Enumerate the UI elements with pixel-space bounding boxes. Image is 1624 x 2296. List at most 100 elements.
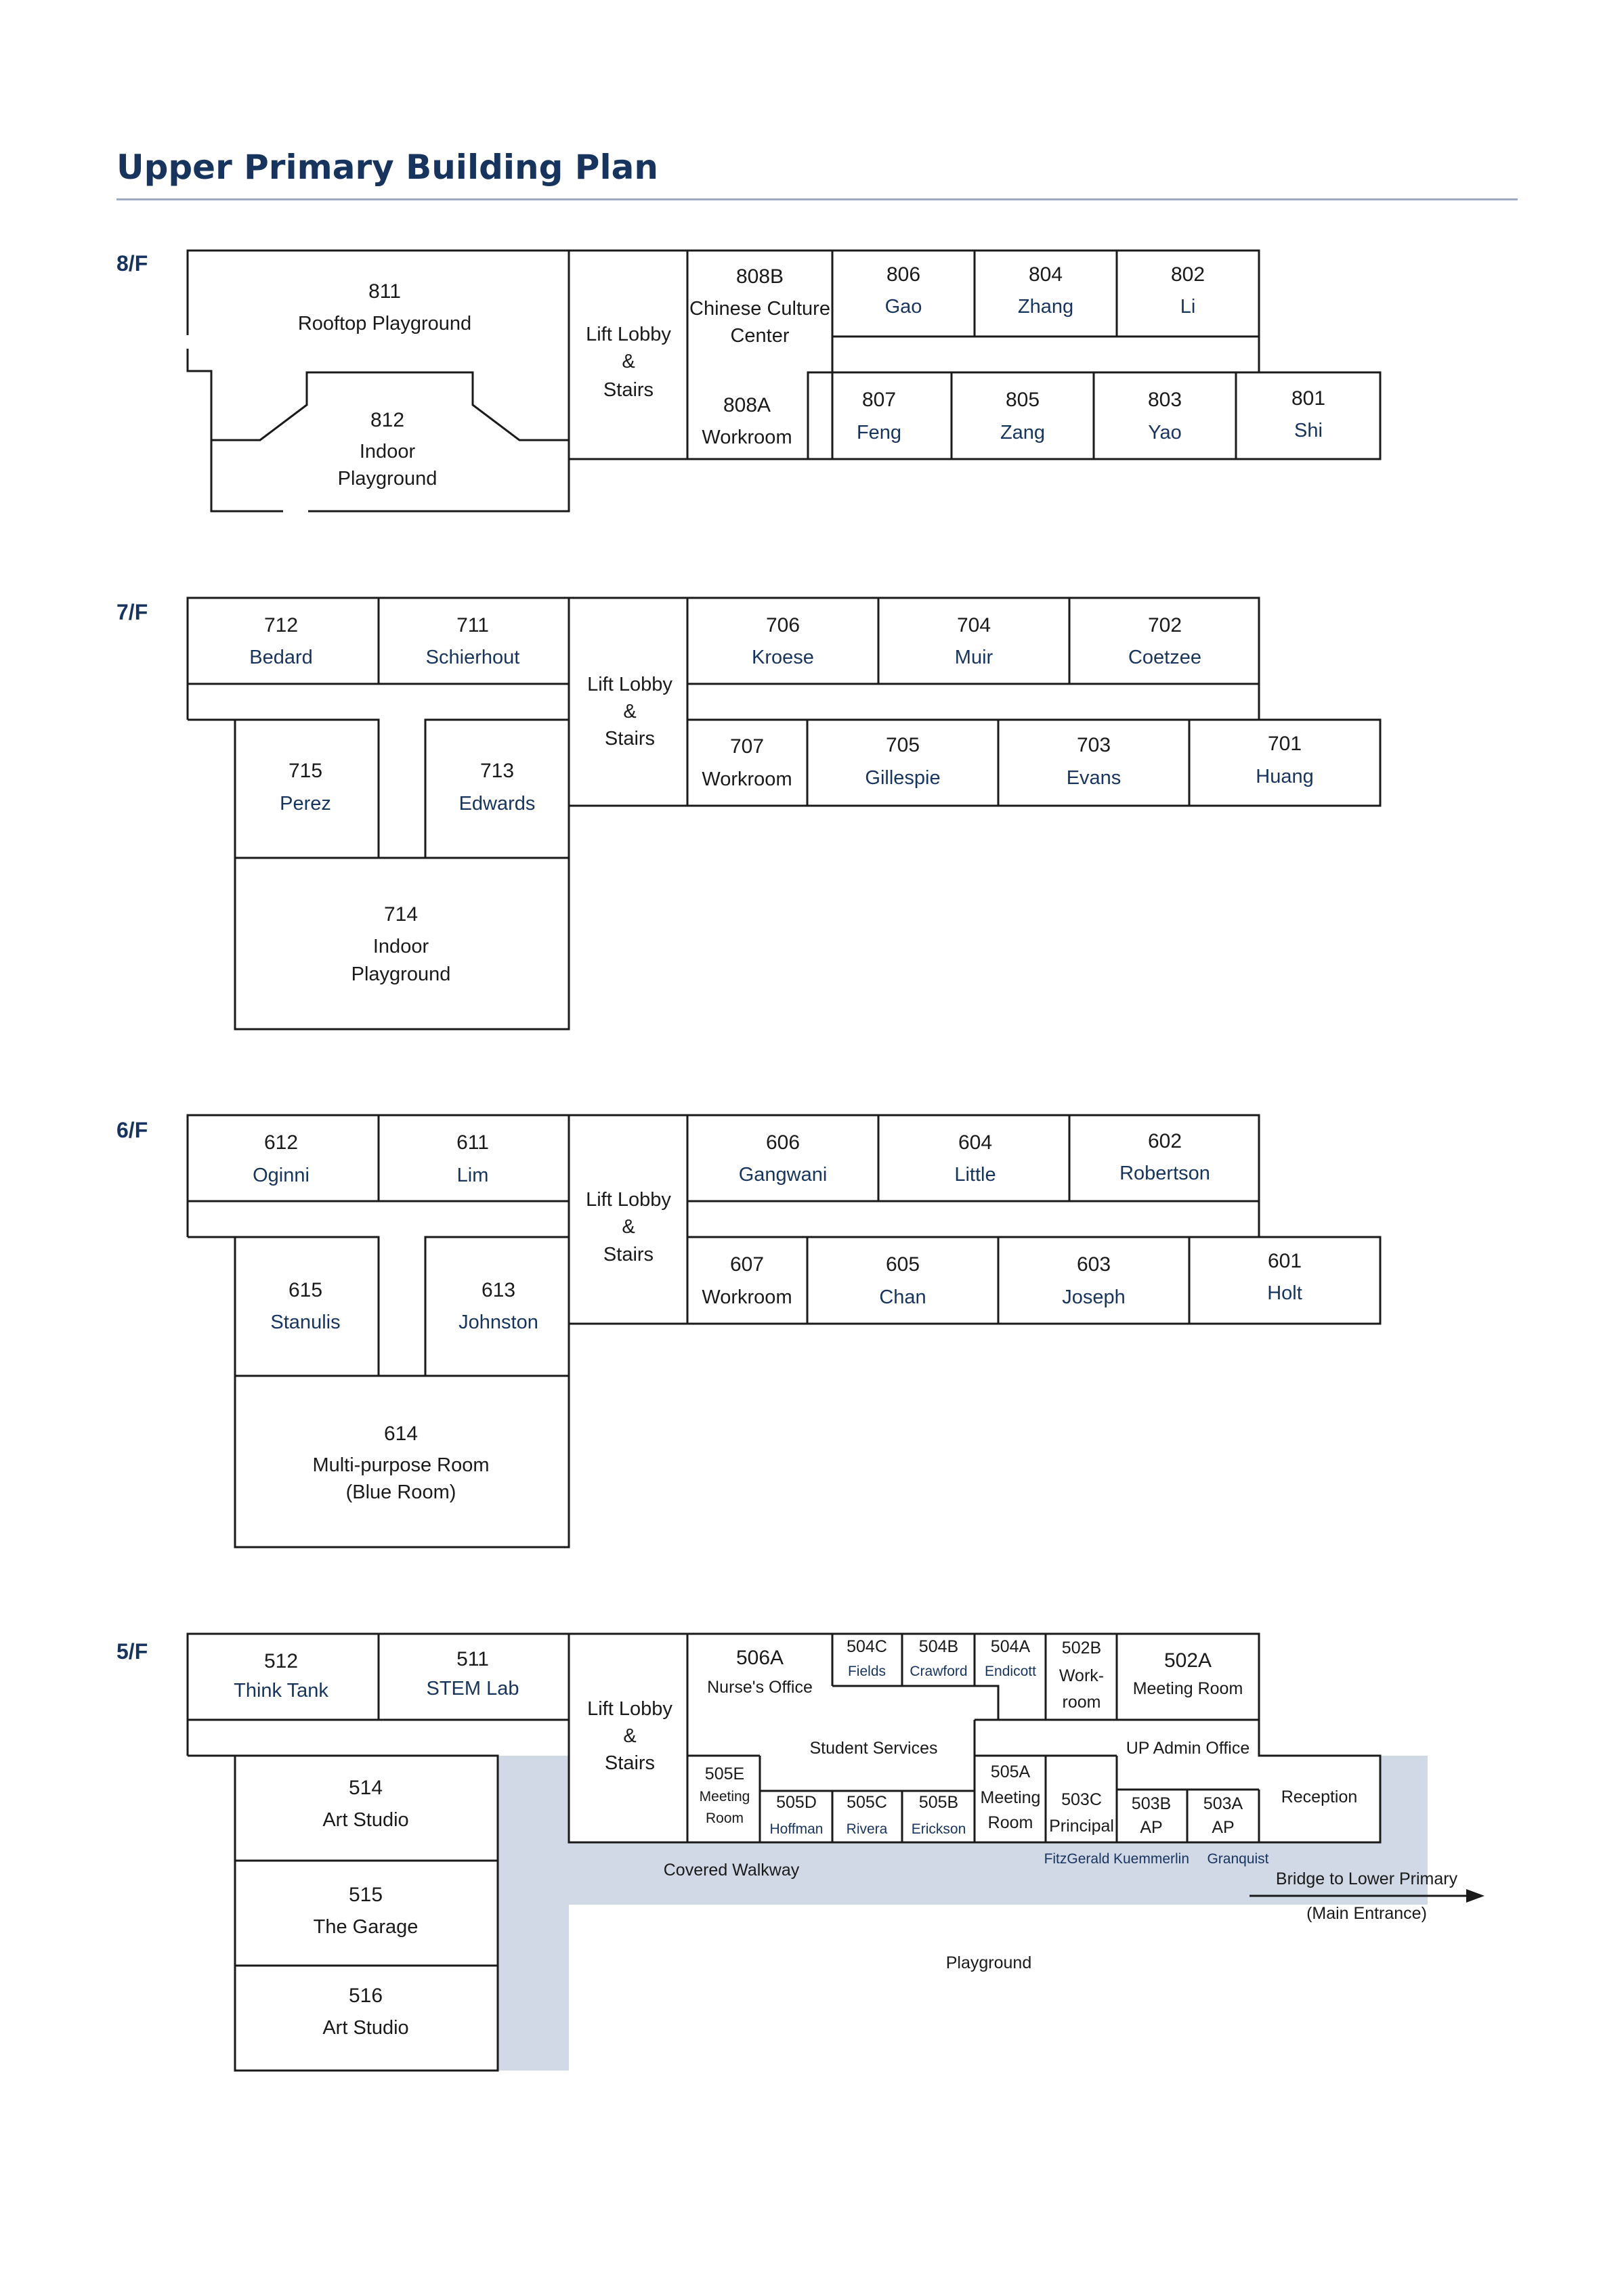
bridge-label-line1: Bridge to Lower Primary: [1276, 1869, 1458, 1888]
title-rule: [116, 198, 1518, 200]
room-603-number: 603: [1077, 1253, 1111, 1276]
room-number: 811: [368, 280, 401, 303]
room-808b: 808B Chinese Culture Center: [686, 249, 834, 460]
room-516: [234, 1964, 499, 2072]
room-503b-number: 503B: [1132, 1794, 1171, 1813]
student-services-label: Student Services: [810, 1739, 938, 1758]
admin-block: [687, 1634, 1380, 1842]
room-514: [234, 1754, 499, 1862]
room-702-teacher: Coetzee: [1128, 647, 1201, 668]
room-615-teacher: Stanulis: [270, 1312, 340, 1333]
lobby-line3: Stairs: [605, 1752, 655, 1774]
room-811: 811 Rooftop Playground: [186, 249, 570, 441]
room-713-number: 713: [480, 760, 514, 782]
room-505e-number: 505E: [705, 1764, 744, 1783]
room-512: [186, 1632, 380, 1721]
room-505d-teacher: Hoffman: [770, 1821, 824, 1837]
room-503a-name: AP: [1212, 1818, 1234, 1837]
room-505a-line2: Room: [988, 1813, 1033, 1832]
room-704: [877, 597, 1071, 685]
room-502b-line2: room: [1063, 1693, 1101, 1712]
room-512-name: Think Tank: [234, 1680, 328, 1702]
room-703-teacher: Evans: [1067, 767, 1121, 789]
room-712: [186, 597, 380, 685]
room-505d-number: 505D: [776, 1793, 817, 1812]
room-707-number: 707: [730, 735, 764, 758]
room-511: [377, 1632, 570, 1721]
room-706-number: 706: [766, 614, 800, 636]
room-614: [234, 1374, 570, 1548]
room-701-number: 701: [1268, 733, 1302, 755]
room-806-teacher: Gao: [885, 296, 922, 318]
room-714-line2: Playground: [351, 963, 451, 985]
room-607-number: 607: [730, 1253, 764, 1276]
room-605-number: 605: [886, 1253, 920, 1276]
room-613: [424, 1236, 570, 1377]
room-503c-teacher: FitzGerald: [1044, 1851, 1110, 1867]
lobby-line3: Stairs: [605, 728, 655, 750]
room-706: [686, 597, 880, 685]
room-803-teacher: Yao: [1148, 422, 1181, 443]
room-711-number: 711: [456, 614, 489, 636]
room-606: [686, 1114, 880, 1203]
room-703-number: 703: [1077, 734, 1111, 756]
floor-label-5: 5/F: [116, 1639, 148, 1664]
room-514-name: Art Studio: [322, 1809, 408, 1831]
room-number: 808A: [723, 394, 771, 416]
room-712-teacher: Bedard: [249, 647, 313, 668]
room-711: [377, 597, 570, 685]
lobby-line1: Lift Lobby: [587, 1698, 672, 1720]
room-502a-name: Meeting Room: [1133, 1679, 1243, 1698]
lobby-line2: &: [622, 1216, 635, 1238]
bridge-label-line2: (Main Entrance): [1306, 1904, 1427, 1923]
room-712-number: 712: [264, 614, 298, 636]
room-503b-name: AP: [1140, 1818, 1162, 1837]
room-511-name: STEM Lab: [427, 1678, 519, 1699]
room-515-name: The Garage: [314, 1916, 419, 1938]
room-803-number: 803: [1148, 389, 1182, 411]
room-name-line1: Indoor: [360, 441, 416, 462]
room-804-number: 804: [1029, 263, 1063, 286]
covered-walkway-label: Covered Walkway: [664, 1861, 800, 1880]
floor-label-7: 7/F: [116, 600, 148, 624]
room-606-teacher: Gangwani: [739, 1164, 828, 1186]
room-603: [997, 1236, 1191, 1325]
room-505c-number: 505C: [847, 1793, 887, 1812]
room-602-teacher: Robertson: [1119, 1163, 1210, 1184]
room-705-number: 705: [886, 734, 920, 756]
room-606-number: 606: [766, 1131, 800, 1154]
room-502b-number: 502B: [1062, 1639, 1101, 1658]
room-707: [686, 718, 809, 807]
room-515: [234, 1859, 499, 1967]
room-614-line1: Multi-purpose Room: [312, 1454, 489, 1476]
room-601: [1188, 1236, 1382, 1325]
room-516-name: Art Studio: [322, 2017, 408, 2039]
room-614-number: 614: [384, 1423, 418, 1445]
room-615: [234, 1236, 380, 1377]
room-name-line1: Chinese Culture: [689, 298, 830, 320]
lobby-line1: Lift Lobby: [587, 674, 672, 695]
reception-label: Reception: [1281, 1788, 1358, 1806]
lobby-line1: Lift Lobby: [586, 1189, 671, 1211]
room-name: Workroom: [702, 427, 792, 448]
lift-lobby-5: Lift Lobby & Stairs: [568, 1632, 689, 1844]
room-705-teacher: Gillespie: [865, 767, 940, 789]
lobby-line2: &: [622, 351, 635, 372]
room-807-number: 807: [862, 389, 896, 411]
room-506a-name: Nurse's Office: [707, 1678, 813, 1697]
room-505e-line2: Room: [706, 1811, 744, 1826]
room-805-number: 805: [1006, 389, 1040, 411]
room-705: [806, 718, 1000, 807]
room-615-number: 615: [289, 1279, 322, 1301]
room-504b-number: 504B: [919, 1637, 958, 1656]
room-713: [424, 718, 570, 859]
room-807-teacher: Feng: [857, 422, 901, 443]
room-514-number: 514: [349, 1777, 383, 1799]
room-505e-line1: Meeting: [700, 1789, 750, 1804]
room-name-line2: Playground: [338, 468, 437, 490]
room-504b-teacher: Crawford: [910, 1664, 967, 1679]
room-number: 812: [370, 409, 404, 431]
room-611-number: 611: [456, 1131, 489, 1154]
